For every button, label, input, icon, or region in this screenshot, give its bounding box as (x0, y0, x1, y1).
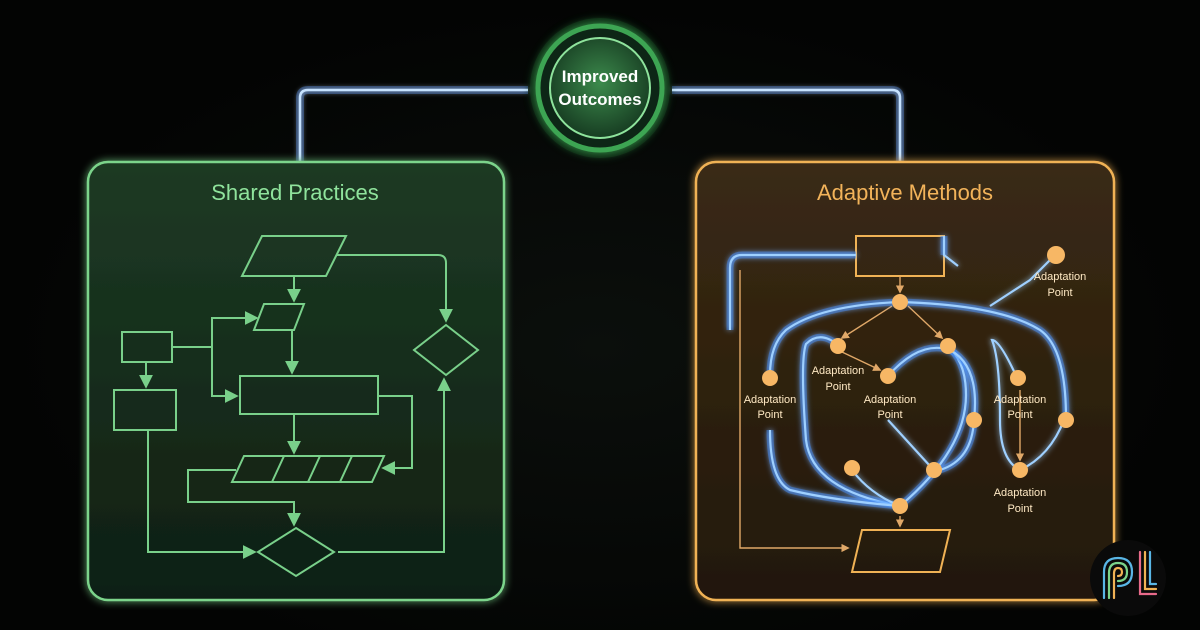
conn-leftbox-to-process (211, 347, 239, 403)
right-panel-title: Adaptive Methods (817, 180, 993, 205)
node-n2 (940, 338, 956, 354)
node-lower-mid (926, 462, 942, 478)
ap-label-top-right-1: Adaptation (1034, 271, 1087, 283)
flow-left-bottom (768, 429, 901, 508)
left-panel: Shared Practices (86, 160, 506, 602)
flow-center-loop (887, 346, 977, 472)
left-tall-box (113, 389, 177, 431)
right-connector-core (672, 88, 902, 168)
flow-hub-to-left (768, 300, 901, 376)
flow-hub-to-ap-top (989, 257, 1053, 307)
ap-label-left-2: Point (757, 409, 782, 421)
ap-label-center-left-1: Adaptation (812, 365, 865, 377)
flow-right-zigzag (990, 338, 1066, 472)
hub-label-line1: Improved (562, 67, 639, 86)
ap-label-center-1: Adaptation (864, 394, 917, 406)
hub-label-line2: Outcomes (558, 90, 641, 109)
seg-divider-1 (271, 455, 285, 483)
node-merge (892, 498, 908, 514)
node-right (1010, 370, 1026, 386)
node-far-right (1058, 412, 1074, 428)
conn-bottom-to-diamond (338, 377, 451, 553)
ap-label-center-left-2: Point (825, 381, 850, 393)
ap-label-left-1: Adaptation (744, 394, 797, 406)
hub-node: Improved Outcomes (530, 18, 670, 158)
pl-logo-icon (1090, 540, 1166, 616)
arrow-n1-to-n3 (841, 351, 882, 371)
conn-tall-to-bottom-diamond (147, 430, 257, 559)
ap-label-center-2: Point (877, 409, 902, 421)
node-lower-center (844, 460, 860, 476)
conn-top-to-diamond (336, 254, 453, 323)
adaptation-nodes (762, 246, 1074, 514)
top-parallelogram (240, 235, 348, 277)
flow-n1-down (801, 336, 901, 508)
arrow-left-loop (739, 270, 850, 553)
node-top-right (1047, 246, 1065, 264)
left-panel-title: Shared Practices (211, 180, 379, 205)
node-center (880, 368, 896, 384)
conn-process-to-seg-right (378, 395, 413, 475)
left-connector-core (298, 88, 528, 168)
segmented-parallelogram (230, 455, 386, 483)
right-connector (672, 86, 904, 168)
arrow-hub-to-n1 (840, 305, 893, 339)
decision-diamond-bottom (256, 526, 336, 578)
decision-diamond-right (412, 323, 480, 377)
node-mid-right (966, 412, 982, 428)
node-lower-right (1012, 462, 1028, 478)
ap-label-bottom-right-1: Adaptation (994, 487, 1047, 499)
left-panel-frame (86, 160, 506, 602)
hub-connectors (296, 86, 904, 168)
orange-arrows (739, 270, 1025, 553)
hub-circle (549, 37, 651, 139)
right-panel-frame (694, 160, 1116, 602)
flow-ap-mid (887, 419, 931, 467)
node-n1 (830, 338, 846, 354)
flow-start-left (728, 253, 856, 330)
ap-label-bottom-right-2: Point (1007, 503, 1032, 515)
flow-start-right-spark (942, 236, 959, 267)
conn-seg-loop (187, 469, 301, 527)
ap-label-right-1: Adaptation (994, 394, 1047, 406)
node-hub (892, 294, 908, 310)
seg-divider-2 (307, 455, 321, 483)
conn-leftbox-to-small (172, 311, 259, 348)
right-panel: Adaptive Methods (694, 160, 1116, 602)
ap-label-right-2: Point (1007, 409, 1032, 421)
node-left (762, 370, 778, 386)
seg-divider-3 (339, 455, 353, 483)
end-parallelogram (850, 529, 952, 573)
ap-label-top-right-2: Point (1047, 287, 1072, 299)
adaptation-labels: Adaptation Point Adaptation Point Adapta… (744, 271, 1087, 515)
flow-hub-to-right (899, 300, 1068, 419)
left-connector (296, 86, 528, 168)
arrow-hub-to-n2 (907, 305, 944, 340)
